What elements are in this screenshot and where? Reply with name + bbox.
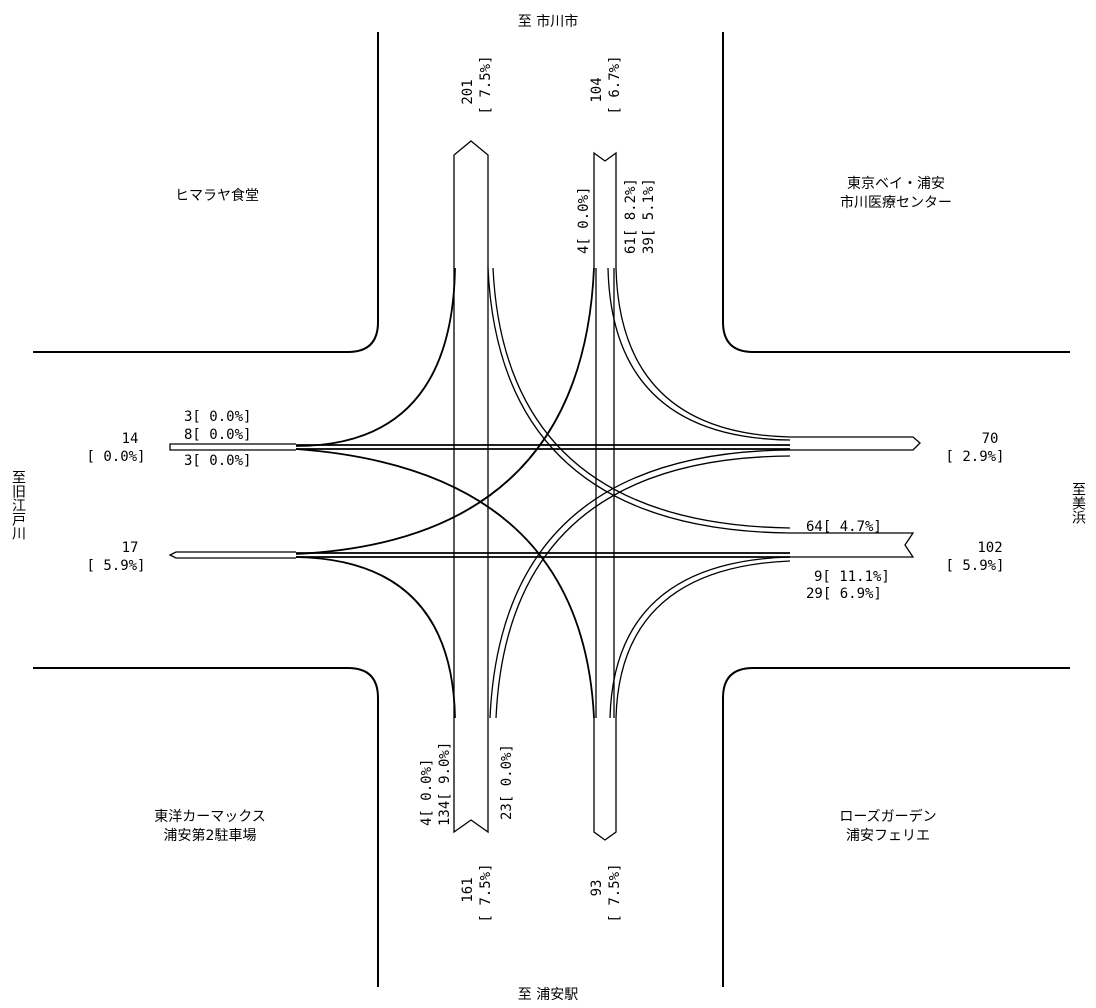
south-turn-3: 23[ 0.0%] [499, 744, 515, 820]
flow-north-to-east-lower [487, 267, 791, 534]
west-turn-1: 3[ 0.0%] [184, 409, 251, 425]
south-in-pct: [ 7.5%] [478, 863, 494, 922]
south-exit-arrow [593, 718, 617, 841]
flow-west-to-north [295, 267, 456, 447]
south-entry-arrow [453, 718, 489, 834]
north-out-pct: [ 7.5%] [478, 55, 494, 114]
west-in-pct: [ 0.0%] [86, 449, 145, 465]
landmark-sw-line1: 東洋カーマックス [154, 809, 266, 825]
east-exit-arrow [790, 436, 921, 451]
north-turn-1: 4[ 0.0%] [576, 187, 592, 254]
flow-north-to-east-lower-b [492, 267, 791, 529]
west-out-total: 17 [122, 540, 139, 556]
landmark-se-line1: ローズガーデン [839, 808, 936, 825]
north-entry-arrow [593, 151, 617, 268]
east-turn-3: 29[ 6.9%] [806, 586, 882, 602]
south-turn-2: 134[ 9.0%] [437, 742, 453, 826]
north-turn-2: 61[ 8.2%] [623, 178, 639, 254]
direction-north: 至 市川市 [518, 13, 578, 30]
landmark-nw: ヒマラヤ食堂 [175, 187, 259, 204]
direction-west: 至旧江戸川 [10, 470, 26, 540]
flow-north-to-east-b [615, 267, 791, 438]
curb-se [722, 667, 1070, 987]
curb-ne [722, 32, 1070, 353]
south-out-pct: [ 7.5%] [607, 863, 623, 922]
curb-sw [33, 667, 379, 987]
west-out-pct: [ 5.9%] [86, 558, 145, 574]
west-in-total: 14 [122, 431, 139, 447]
west-entry-arrow [169, 443, 296, 451]
flow-north-to-east-a [607, 267, 791, 441]
landmark-se-line2: 浦安フェリエ [846, 828, 930, 844]
north-in-total: 104 [589, 77, 605, 102]
flow-east-to-south-a [609, 556, 791, 719]
flow-bands [168, 140, 921, 841]
south-in-total: 161 [460, 877, 476, 902]
landmark-sw-line2: 浦安第2駐車場 [164, 827, 257, 844]
east-turn-2: 9[ 11.1%] [814, 569, 890, 585]
east-entry-arrow [790, 532, 915, 558]
north-turn-3: 39[ 5.1%] [641, 178, 657, 254]
landmark-ne-line2: 市川医療センター [840, 194, 952, 211]
direction-south: 至 浦安駅 [518, 987, 578, 1003]
east-turn-1: 64[ 4.7%] [806, 519, 882, 535]
west-turn-2: 8[ 0.0%] [184, 427, 251, 443]
south-turn-1: 4[ 0.0%] [419, 759, 435, 826]
west-exit-arrow [168, 551, 296, 559]
south-out-total: 93 [589, 880, 605, 897]
direction-east: 至美浜 [1070, 482, 1086, 524]
north-exit-arrow [453, 140, 489, 268]
flow-east-to-north [295, 267, 595, 555]
flow-south-to-east-a [489, 449, 791, 719]
east-in-total: 102 [977, 540, 1002, 556]
flow-south-to-east-b [495, 455, 791, 719]
landmark-ne-line1: 東京ベイ・浦安 [847, 176, 945, 192]
curb-nw [33, 32, 379, 353]
north-in-pct: [ 6.7%] [607, 55, 623, 114]
flow-west-to-south [295, 448, 595, 719]
east-out-total: 70 [982, 431, 999, 447]
road-curbs [33, 32, 1070, 987]
flow-west-exit-from-south [295, 556, 456, 719]
north-out-total: 201 [460, 79, 476, 104]
west-turn-3: 3[ 0.0%] [184, 453, 251, 469]
east-out-pct: [ 2.9%] [945, 449, 1004, 465]
flow-east-to-south-b [615, 560, 791, 719]
east-in-pct: [ 5.9%] [945, 558, 1004, 574]
